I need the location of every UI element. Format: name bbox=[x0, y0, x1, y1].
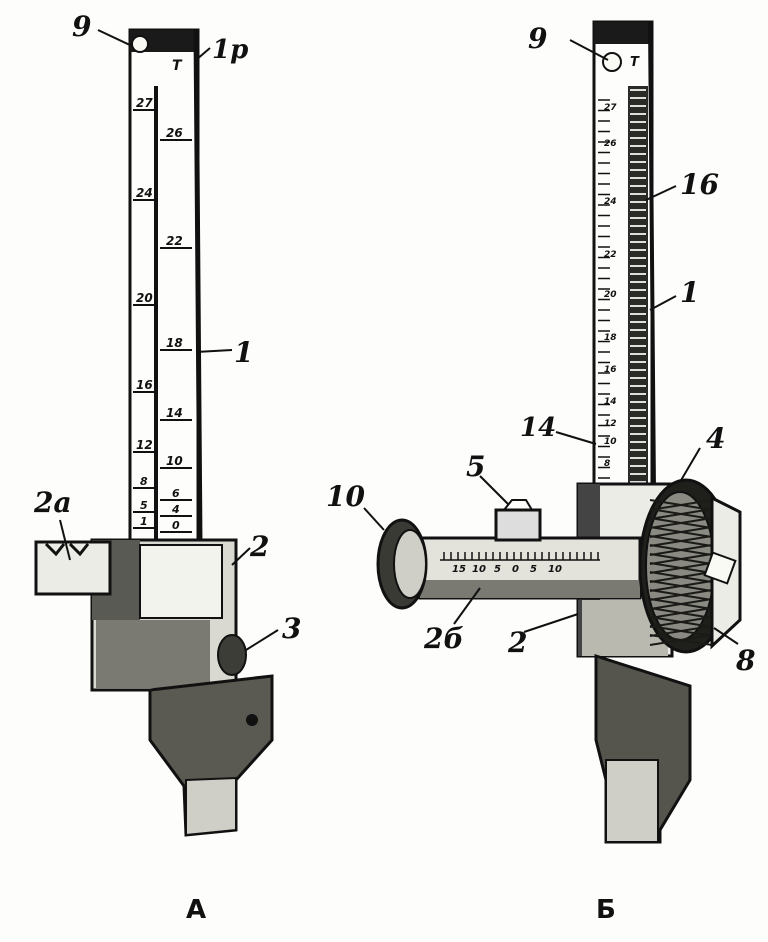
label-b-26: 2б bbox=[423, 622, 464, 655]
ruler-edge-a bbox=[193, 29, 203, 546]
drum-scale-4: 5 bbox=[530, 564, 537, 575]
label-b-1: 1 bbox=[680, 276, 699, 309]
arm-2a bbox=[34, 540, 112, 596]
scale-a-left-1: 24 bbox=[136, 186, 153, 200]
label-a-3: 3 bbox=[282, 612, 301, 645]
caption-b: Б bbox=[596, 895, 616, 925]
figure-a: T 27 24 20 16 12 8 5 1 bbox=[34, 28, 274, 837]
label-b-5: 5 bbox=[466, 450, 485, 483]
scale-b-8: 12 bbox=[604, 419, 617, 429]
scale-a-right-2: 18 bbox=[166, 336, 183, 350]
scale-a-right-3: 14 bbox=[166, 406, 183, 420]
scale-b-7: 14 bbox=[604, 397, 617, 407]
label-a-2a: 2а bbox=[33, 486, 72, 519]
scale-b-5: 18 bbox=[604, 333, 617, 343]
scale-a-right-6: 4 bbox=[171, 503, 180, 516]
scale-a-left-6: 5 bbox=[140, 499, 148, 512]
scale-a-left-5: 8 bbox=[140, 475, 148, 488]
scale-a-right-4: 10 bbox=[166, 454, 183, 468]
label-b-2: 2 bbox=[507, 626, 527, 659]
scale-b-6: 16 bbox=[604, 365, 617, 375]
slider-face-a bbox=[139, 544, 223, 619]
scale-b-0: 27 bbox=[604, 103, 617, 113]
scale-b-3: 22 bbox=[604, 250, 617, 260]
label-a-1p: 1р bbox=[212, 35, 248, 65]
scale-a-left-4: 12 bbox=[136, 438, 153, 452]
screw-9-b bbox=[602, 52, 622, 72]
scale-a-left-3: 16 bbox=[136, 378, 153, 392]
scale-b-9: 10 bbox=[604, 437, 617, 447]
slider-lower-a bbox=[96, 620, 210, 688]
scale-a-right-7: 0 bbox=[172, 519, 180, 532]
caption-a: А bbox=[186, 895, 206, 925]
ruler-t-mark-a: T bbox=[172, 58, 183, 74]
ruler-t-mark-b: T bbox=[630, 55, 640, 70]
label-b-4: 4 bbox=[706, 422, 725, 455]
scale-a-left-0: 27 bbox=[136, 96, 153, 110]
figure-b: T 27 26 24 22 20 18 16 14 12 10 8 15 10 … bbox=[376, 20, 742, 844]
label-a-1: 1 bbox=[234, 336, 253, 369]
label-b-16: 16 bbox=[680, 168, 719, 201]
label-b-14: 14 bbox=[520, 413, 556, 443]
drum-scale-2: 5 bbox=[494, 564, 501, 575]
scale-a-left-2: 20 bbox=[136, 291, 153, 305]
scale-b-10: 8 bbox=[604, 459, 610, 469]
drum-scale-3: 0 bbox=[512, 564, 519, 575]
drum-scale-5: 10 bbox=[548, 564, 562, 575]
label-b-9: 9 bbox=[528, 22, 547, 55]
ruler-cap-b bbox=[594, 22, 652, 44]
bracket-5 bbox=[494, 508, 542, 542]
scale-a-right-5: 6 bbox=[172, 487, 180, 500]
label-b-10: 10 bbox=[326, 480, 365, 513]
scale-b-4: 20 bbox=[604, 290, 617, 300]
nut-8 bbox=[703, 551, 737, 585]
label-a-9: 9 bbox=[72, 10, 91, 43]
label-a-2: 2 bbox=[249, 530, 269, 563]
scale-a-right-1: 22 bbox=[166, 234, 183, 248]
knob-3 bbox=[217, 634, 247, 676]
drum-scale-1: 10 bbox=[472, 564, 486, 575]
scale-a-left-7: 1 bbox=[140, 515, 148, 528]
label-b-8: 8 bbox=[735, 644, 755, 677]
screw-9-a bbox=[131, 35, 149, 53]
drum-scale-0: 15 bbox=[452, 564, 466, 575]
scale-a-right-0: 26 bbox=[166, 126, 183, 140]
scale-b-2: 24 bbox=[604, 197, 617, 207]
scale-b-1: 26 bbox=[604, 139, 617, 149]
